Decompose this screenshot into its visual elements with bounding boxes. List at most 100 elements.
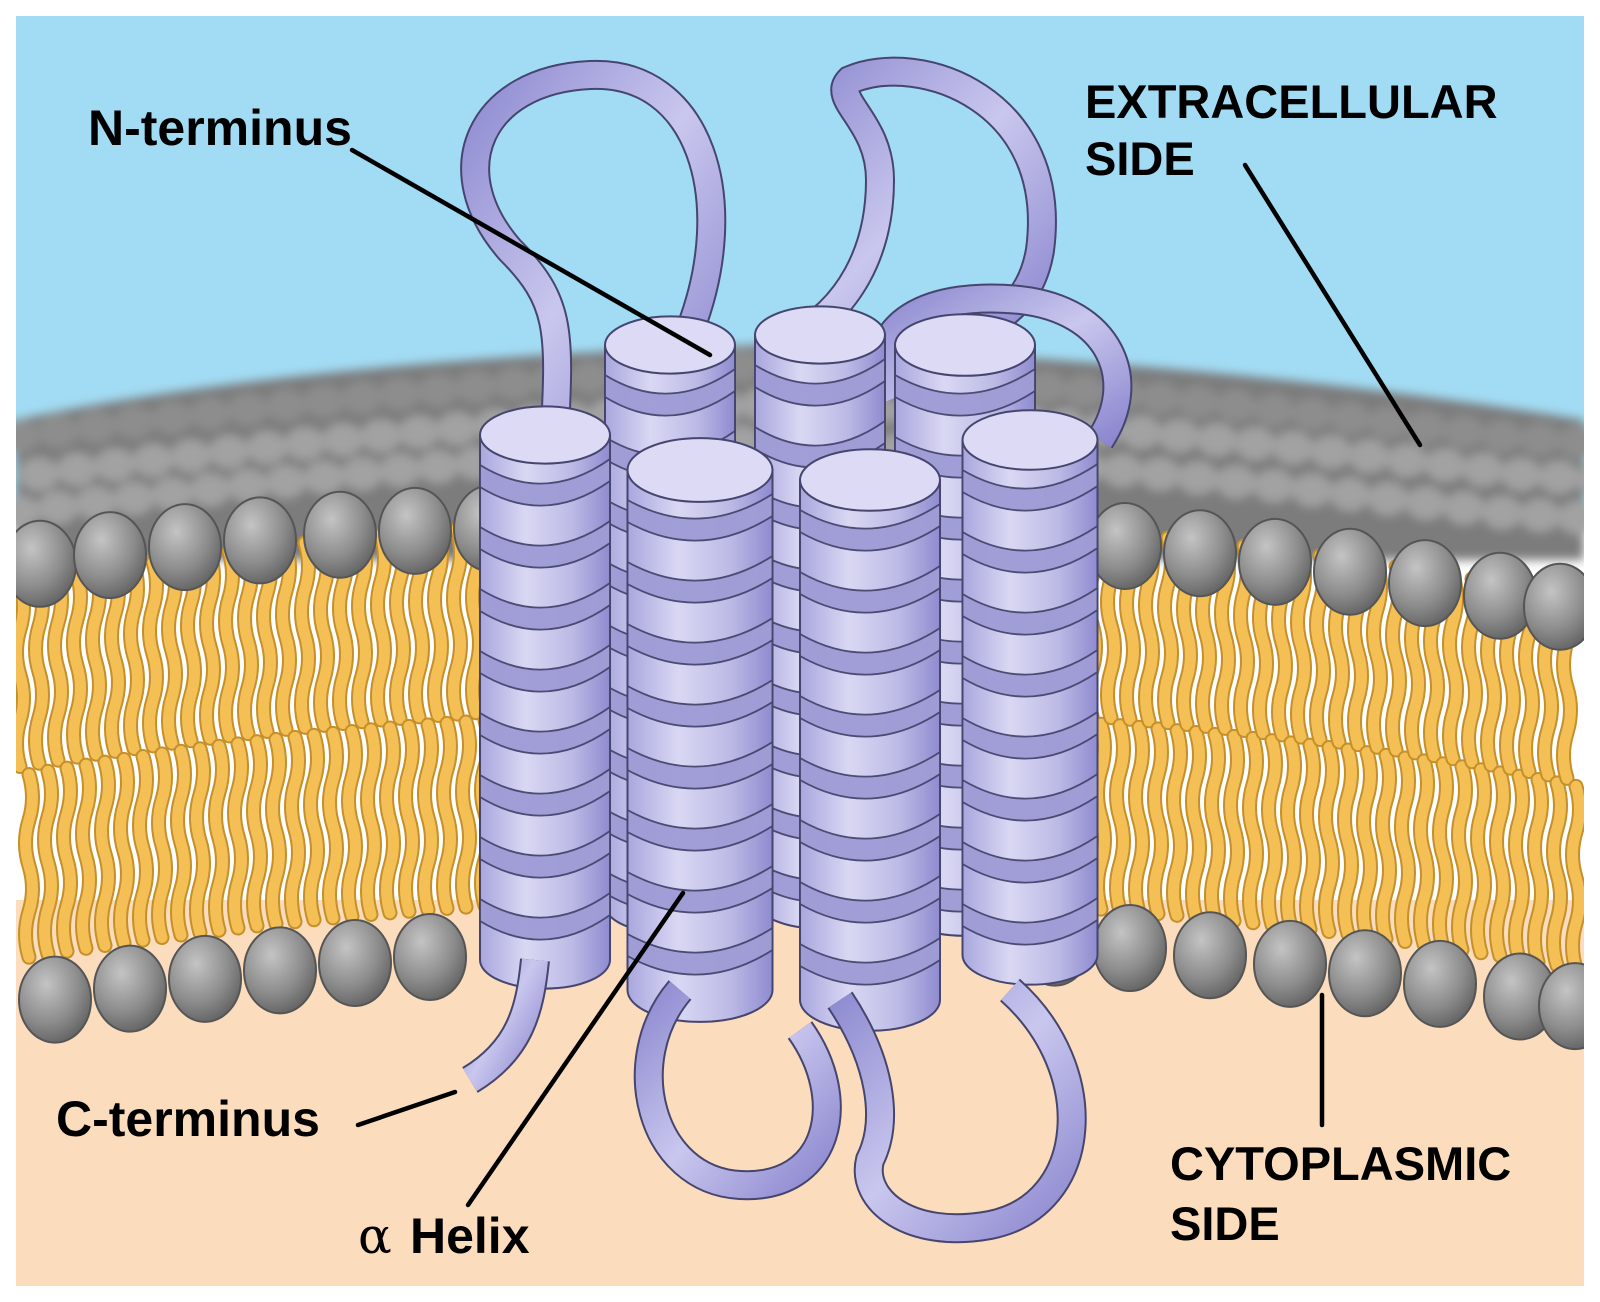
- lipid-tail: [201, 548, 219, 744]
- helix-ribbon-turn: [961, 834, 1099, 884]
- helix-bundle: [479, 305, 1099, 1032]
- lipid-tail: [20, 768, 38, 963]
- helix-ribbon-turn: [626, 740, 774, 790]
- lipid-tail: [1529, 774, 1547, 968]
- lipid-tail: [1434, 758, 1452, 953]
- back-lipid-head: [323, 422, 363, 457]
- helix-ribbon-turn: [894, 367, 1036, 417]
- phospholipid-head: [1173, 911, 1247, 1000]
- back-lipid-head: [1311, 434, 1351, 469]
- lipid-tail: [1301, 739, 1319, 935]
- extracellular-loop-1: [462, 61, 725, 431]
- back-lipid-head: [380, 377, 420, 412]
- lipid-tail: [324, 727, 342, 924]
- lipid-tail: [1453, 761, 1471, 956]
- lipid-tail: [210, 740, 228, 936]
- helix-ribbon-turn: [799, 812, 941, 862]
- back-lipid-head: [1254, 392, 1294, 427]
- back-lipid-head: [19, 457, 59, 492]
- back-lipid-head: [133, 443, 173, 478]
- lipid-tail: [277, 539, 295, 735]
- c-terminus-leader: [355, 1089, 458, 1128]
- phospholipid-head: [148, 503, 222, 592]
- helix-ribbon-turn: [799, 936, 941, 986]
- back-lipid-head: [418, 373, 458, 408]
- helix-label: Helix: [410, 1208, 530, 1264]
- lipid-tail: [438, 717, 456, 914]
- back-lipid-head: [1406, 486, 1446, 521]
- back-lipid-head: [1482, 419, 1522, 454]
- back-lipid-head: [114, 481, 154, 516]
- back-lipid-head: [1140, 457, 1180, 492]
- back-lipid-head: [304, 460, 344, 495]
- phospholipid-head: [1403, 939, 1477, 1028]
- lipid-tail: [1491, 767, 1509, 962]
- cytoplasmic-loops: [461, 958, 1087, 1244]
- lipid-tail: [229, 738, 247, 934]
- back-lipid-head: [1064, 373, 1104, 408]
- back-lipid-head: [570, 360, 610, 395]
- helix-ribbon-turn: [479, 767, 611, 817]
- lipid-tail: [58, 762, 76, 957]
- helix-ribbon-turn: [479, 829, 611, 879]
- back-lipid-head: [1292, 472, 1332, 507]
- phospholipid-head: [1313, 527, 1387, 616]
- lipid-tail: [457, 716, 475, 913]
- lipid-tail: [163, 553, 181, 749]
- lipid-tail: [11, 578, 29, 772]
- helix-ribbon-turn: [626, 492, 774, 542]
- back-lipid-head: [1444, 490, 1484, 525]
- cytoplasmic-loop-1: [635, 981, 840, 1199]
- n-terminus-leader: [349, 147, 713, 358]
- back-lipid-head: [1121, 415, 1161, 450]
- phospholipid-head: [1163, 509, 1237, 598]
- phospholipid-head: [393, 912, 467, 1001]
- alpha-helix-1: [479, 405, 611, 990]
- back-lipid-head: [494, 366, 534, 401]
- lipid-tail: [115, 753, 133, 949]
- lipid-tail: [1149, 723, 1167, 920]
- lipid-tail: [30, 574, 48, 769]
- lipid-tail: [1320, 742, 1338, 937]
- back-lipid-head: [1330, 401, 1370, 436]
- phospholipid-head: [1088, 501, 1162, 590]
- helix-top-cap: [479, 405, 611, 465]
- back-lipid-head: [95, 447, 135, 482]
- helix-ribbon-turn: [626, 678, 774, 728]
- back-lipid-head: [1425, 448, 1465, 483]
- helix-ribbon-turn: [799, 750, 941, 800]
- lipid-tail: [191, 743, 209, 939]
- alpha-helix-leader: [465, 890, 686, 1208]
- helix-ribbon-turn: [799, 874, 941, 924]
- helix-ribbon-turn: [479, 581, 611, 631]
- cytoplasmic-loop-2: [829, 980, 1085, 1242]
- back-lipid-head: [1520, 422, 1560, 457]
- lipid-tail: [1444, 570, 1462, 765]
- back-lipid-head: [38, 490, 78, 525]
- phospholipid-head: [93, 944, 167, 1033]
- lipid-tail: [153, 748, 171, 944]
- phospholipid-head: [18, 955, 92, 1044]
- c-terminus-label: C-terminus: [56, 1091, 320, 1147]
- phospholipid-head: [73, 511, 147, 600]
- lipid-tail: [362, 724, 380, 920]
- lipid-tail: [1358, 747, 1376, 942]
- back-lipid-head: [1349, 439, 1389, 474]
- back-lipid-head: [1463, 452, 1503, 487]
- helix-ribbon-turn: [626, 926, 774, 976]
- phospholipid-head: [378, 486, 452, 575]
- back-lipid-head: [1444, 414, 1484, 449]
- lipid-tail: [353, 531, 371, 728]
- lipid-tail: [172, 745, 190, 941]
- lipid-tail: [419, 719, 437, 916]
- extracellular-loops: [460, 56, 1133, 449]
- helix-ribbon-turn: [479, 891, 611, 941]
- lipid-tail: [1187, 726, 1205, 923]
- lipid-tail: [1111, 720, 1129, 917]
- lipid-tail: [1339, 744, 1357, 940]
- helix-cylinder: [799, 479, 941, 1032]
- lipid-tail: [1206, 728, 1224, 925]
- back-lipid-head: [1368, 405, 1408, 440]
- lipid-tail: [296, 537, 314, 733]
